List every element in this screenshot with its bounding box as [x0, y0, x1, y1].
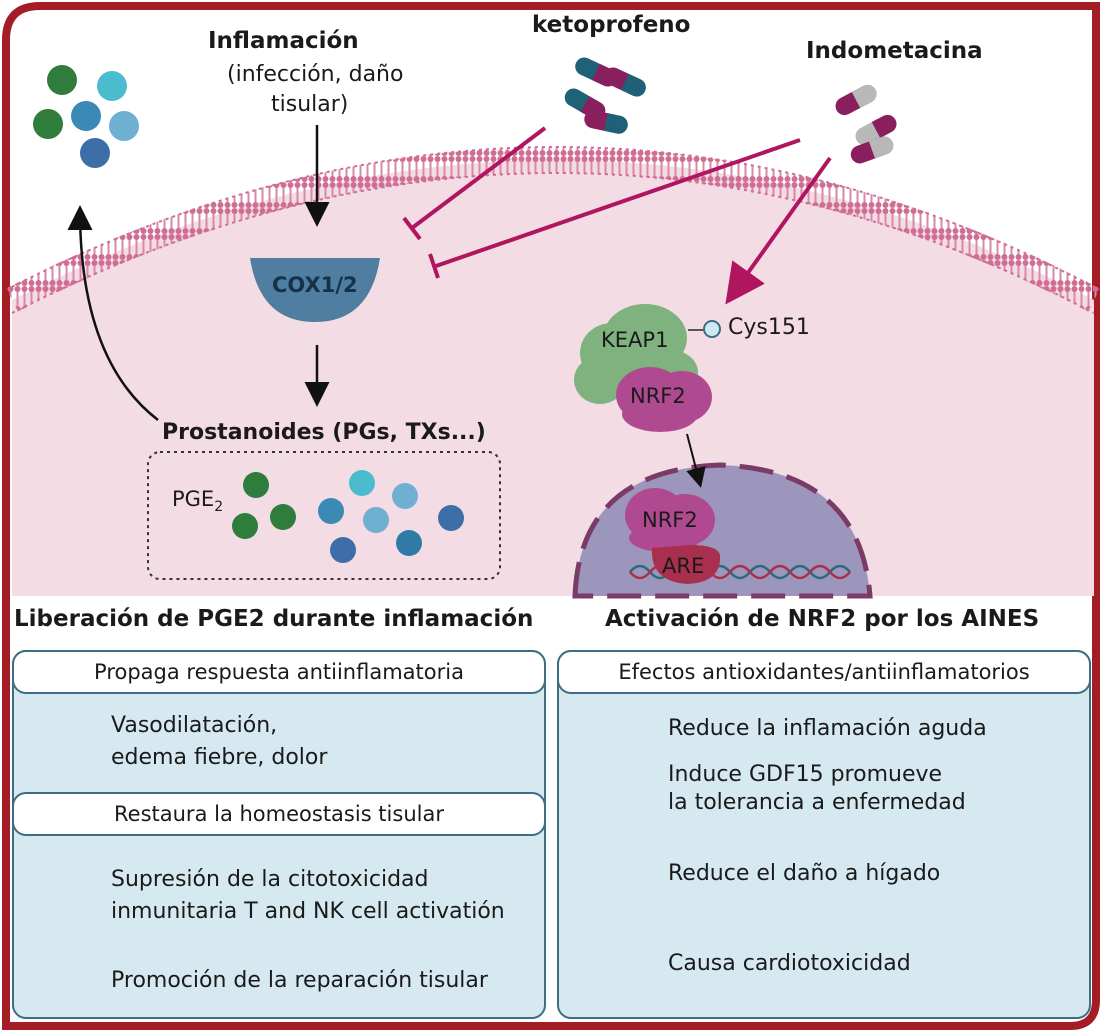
left-panel-header-2: Restaura la homeostasis tisular — [12, 792, 546, 836]
right-section-title: Activación de NRF2 por los AINES — [605, 606, 1040, 632]
prostanoids-label: Prostanoides (PGs, TXs...) — [162, 420, 486, 445]
keap1-label: KEAP1 — [601, 328, 669, 352]
nrf2-nucleus — [625, 488, 715, 552]
ketoprofeno-inhibition-line — [410, 126, 547, 230]
released-prostanoids — [33, 65, 139, 168]
are-label: ARE — [662, 554, 705, 578]
right-item2-line2: la tolerancia a enfermedad — [668, 790, 966, 815]
left-item1-line2: edema fiebre, dolor — [111, 745, 328, 770]
ketoprofeno-pills — [564, 57, 646, 134]
nrf2-cytoplasm — [616, 367, 712, 432]
right-item1: Reduce la inflamación aguda — [668, 716, 987, 741]
cys151-marker — [703, 320, 721, 338]
prostanoid-spheres — [232, 470, 464, 563]
left-item3: Promoción de la reparación tisular — [111, 968, 488, 993]
inflammation-title: Inflamación — [208, 28, 359, 54]
right-item3: Reduce el daño a hígado — [668, 861, 941, 886]
cox-label: COX1/2 — [272, 273, 358, 297]
right-item2-line1: Induce GDF15 promueve — [668, 762, 943, 787]
cell-membrane — [6, 147, 1101, 312]
left-section-title: Liberación de PGE2 durante inflamación — [14, 606, 534, 632]
nrf2-nucleus-label: NRF2 — [642, 508, 698, 532]
indometacina-label: Indometacina — [806, 38, 983, 64]
left-item2-line2: inmunitaria T and NK cell activatión — [111, 899, 505, 924]
prostanoid-box — [147, 451, 501, 580]
are-element — [651, 545, 721, 584]
inflammation-subtitle-1: (infección, daño — [227, 62, 404, 87]
left-item2-line1: Supresión de la citotoxicidad — [111, 867, 429, 892]
inflammation-subtitle-2: tisular) — [271, 92, 349, 117]
indometacina-pills — [835, 84, 897, 164]
indometacina-activation-arrow — [725, 156, 832, 305]
cox-enzyme — [250, 258, 380, 322]
cys151-label: Cys151 — [728, 315, 810, 340]
indometacina-inhibition-line — [435, 138, 801, 268]
left-panel-header-1: Propaga respuesta antiinflamatoria — [12, 650, 546, 694]
right-panel-header: Efectos antioxidantes/antiinflamatorios — [557, 650, 1091, 694]
nrf2-label: NRF2 — [630, 384, 686, 408]
right-panel — [557, 650, 1091, 1019]
pge2-label: PGE2 — [172, 487, 224, 516]
ketoprofeno-label: ketoprofeno — [532, 12, 691, 38]
right-item4: Causa cardiotoxicidad — [668, 951, 911, 976]
left-item1-line1: Vasodilatación, — [111, 713, 278, 738]
